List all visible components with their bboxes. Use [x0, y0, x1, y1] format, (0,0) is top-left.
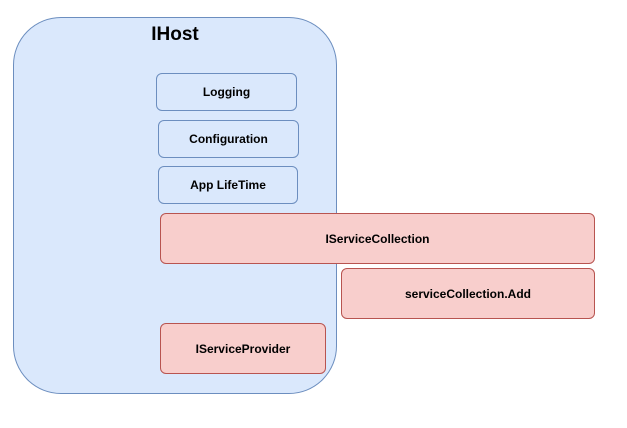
service-collection-add-node: serviceCollection.Add	[341, 268, 595, 319]
configuration-node: Configuration	[158, 120, 299, 158]
ihost-title: IHost	[151, 24, 199, 45]
app-lifetime-node: App LifeTime	[158, 166, 298, 204]
logging-node: Logging	[156, 73, 297, 111]
service-provider-node: IServiceProvider	[160, 323, 326, 374]
service-collection-node: IServiceCollection	[160, 213, 595, 264]
